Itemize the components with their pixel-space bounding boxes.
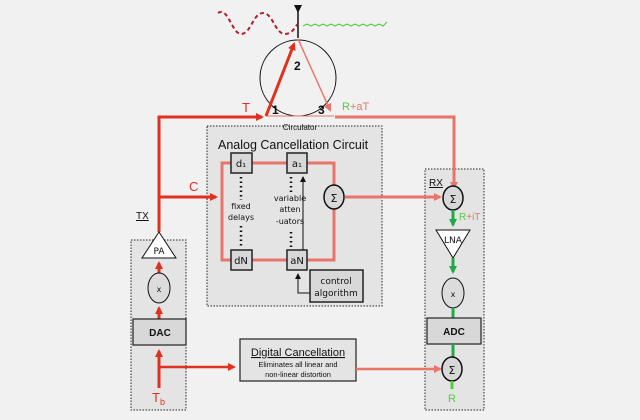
antenna-icon <box>294 5 302 13</box>
atten-label: atten <box>279 205 300 214</box>
control-wire-an <box>295 273 310 294</box>
circulator-title: Circulator <box>283 123 318 132</box>
tx-mixer-shape-text: x <box>157 285 162 294</box>
dac-text: DAC <box>149 328 171 339</box>
dac <box>132 318 187 346</box>
analog-circuit-heading: Analog Cancellation Circuit <box>218 138 369 152</box>
adc-text: ADC <box>443 327 465 338</box>
r-it-label: R+iT <box>459 212 480 223</box>
attenuator-an <box>286 249 308 271</box>
tx-mixer-shape <box>147 272 171 304</box>
rx-mixer-text: x <box>451 290 456 299</box>
circulator-port-three: 3 <box>318 103 325 117</box>
digital-desc-2: non-linear distortion <box>265 370 331 379</box>
control-algorithm <box>309 269 364 303</box>
transmit-t-label: T <box>242 100 250 115</box>
variable-label: variable <box>274 194 306 203</box>
circulator-port-two: 2 <box>294 59 301 73</box>
outgoing-wave-icon <box>217 10 299 36</box>
digital-title: Digital Cancellation <box>251 347 345 359</box>
attenuator-a1 <box>286 152 308 174</box>
lna-icon <box>435 229 471 259</box>
control-label: control <box>320 277 351 287</box>
analog-sum <box>323 184 345 210</box>
digital-desc-1: Eliminates all linear and <box>258 360 337 369</box>
circulator-arm-2-3 <box>297 38 332 112</box>
delay-d1-text: d₁ <box>236 159 246 170</box>
rx-text: RX <box>429 178 443 189</box>
uators-label: -uators <box>276 217 304 226</box>
delay-dn <box>230 249 253 271</box>
attenuator-a1-text: a₁ <box>292 159 302 170</box>
coupler-c-label: C <box>189 179 198 194</box>
analog-circuit-loop <box>220 161 336 262</box>
incoming-wave-icon <box>302 21 388 27</box>
pa-triangle-shape <box>141 231 177 259</box>
receive-line <box>335 115 458 190</box>
adc <box>426 317 482 345</box>
delay-dn-text: dN <box>234 256 248 267</box>
circulator-port-one: 1 <box>272 103 279 117</box>
tx-text: TX <box>136 211 149 222</box>
digital-cancellation <box>239 338 357 382</box>
analog-sum-text: Σ <box>331 192 338 205</box>
rx-second-sum-text: Σ <box>449 364 456 377</box>
receive-line-label: R+aT <box>342 101 369 113</box>
rx-output-label: R <box>448 393 456 405</box>
algorithm-label: algorithm <box>314 289 357 299</box>
tb-text: Tb <box>152 390 165 407</box>
attenuator-an-text: aN <box>290 256 304 267</box>
delay-d1 <box>230 152 253 174</box>
delays-label: delays <box>228 213 254 222</box>
transmit-t-line <box>157 113 264 232</box>
lna-text: LNA <box>444 236 463 246</box>
rx-first-sum-text: Σ <box>450 193 457 206</box>
circulator-arm-1-2 <box>264 42 296 117</box>
pa-triangle-text: PA <box>153 247 165 257</box>
fixed-label: fixed <box>231 202 251 211</box>
